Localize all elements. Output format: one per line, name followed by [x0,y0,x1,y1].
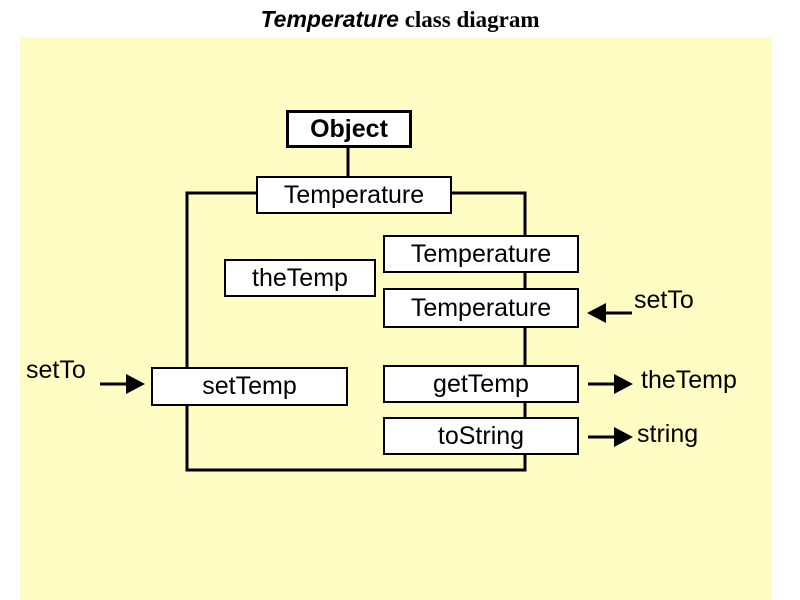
thetemp-field-box: theTemp [224,259,376,297]
class-outline [185,191,527,472]
arrow-tostring-output [588,427,633,447]
arrow-setto-constructor [587,303,632,323]
temperature-class-header: Temperature [256,176,452,214]
settemp-method-box: setTemp [151,367,348,406]
arrow-setto-settemp [100,374,145,394]
constructor-box-settemp: Temperature [383,288,579,328]
diagram-title: Temperature class diagram [0,6,800,33]
tostring-output-label: string [637,420,699,448]
title-class-name: Temperature [260,6,399,32]
object-class-box: Object [286,110,412,148]
constructor-box-default: Temperature [383,235,579,273]
title-rest: class diagram [404,7,540,32]
tostring-method-box: toString [383,417,579,455]
arrow-gettemp-output [588,374,633,394]
settemp-input-label: setTo [26,356,86,384]
gettemp-method-box: getTemp [383,365,579,403]
constructor-input-label: setTo [634,286,694,314]
gettemp-output-label: theTemp [641,366,737,394]
